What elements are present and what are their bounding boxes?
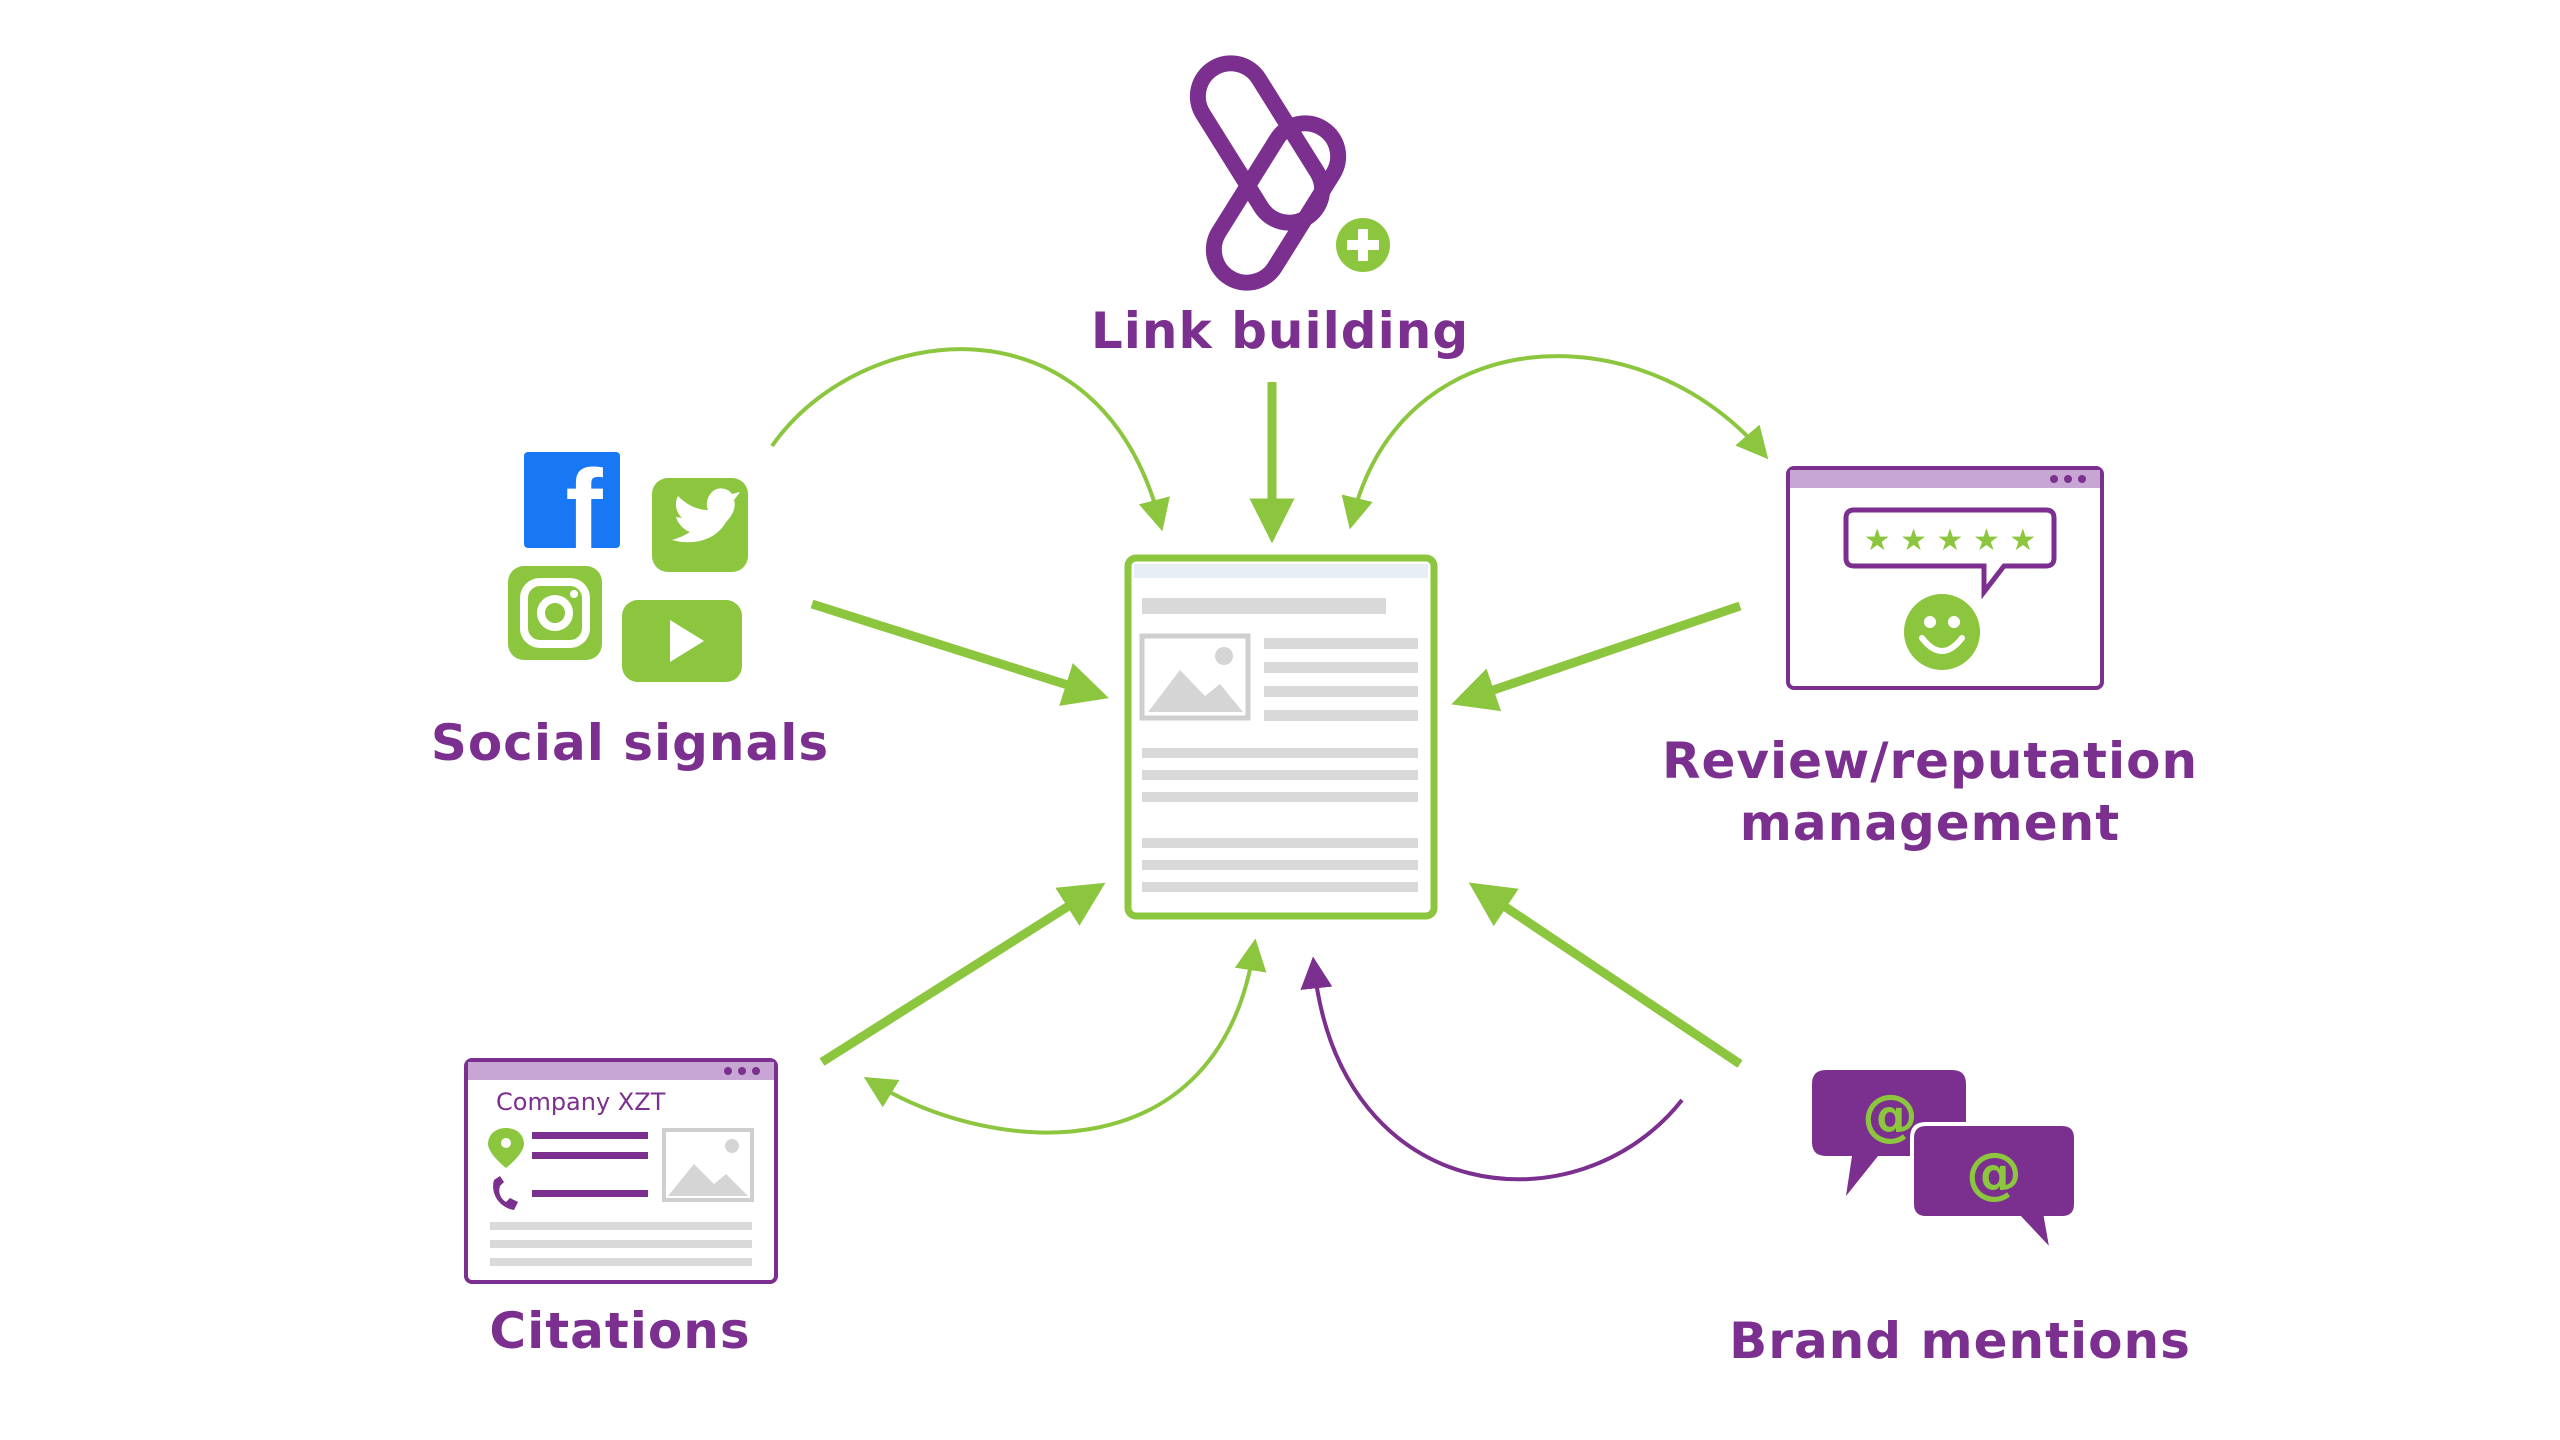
arrow-citations-curve (863, 938, 1267, 1135)
star-rating: ★ ★ ★ ★ ★ (1864, 523, 2037, 558)
arrow-citations-to-page (819, 882, 1106, 1066)
label-social-signals: Social signals (430, 714, 830, 772)
image-placeholder-icon (1139, 633, 1251, 721)
image-placeholder-icon (662, 1128, 754, 1202)
at-symbol-2: @ (1966, 1141, 2022, 1206)
label-review-line2: management (1739, 794, 2121, 852)
at-symbol-1: @ (1862, 1083, 1918, 1148)
central-webpage (1124, 554, 1438, 920)
speech-bubble (1843, 507, 2057, 600)
label-review-line1: Review/reputation (1661, 732, 2199, 790)
citations-card: Company XZT (464, 1058, 778, 1284)
arrow-social-to-page (810, 599, 1109, 706)
location-pin-icon (488, 1128, 524, 1168)
page-title-bar (1142, 598, 1386, 614)
label-citations: Citations (489, 1302, 751, 1360)
phone-icon (493, 1176, 518, 1210)
chain-link-icon (1189, 55, 1347, 291)
arrow-mentions-to-page (1468, 882, 1743, 1068)
twitter-icon (652, 478, 748, 572)
label-brand-mentions: Brand mentions (1729, 1312, 2191, 1370)
arrow-review-to-page (1451, 601, 1742, 712)
review-card: ★ ★ ★ ★ ★ (1786, 466, 2104, 690)
arrows (770, 347, 1769, 1182)
label-review-reputation: Review/reputation management (1660, 730, 2200, 854)
company-name: Company XZT (496, 1088, 666, 1116)
instagram-icon (508, 566, 602, 660)
arrow-social-curve (770, 347, 1170, 532)
arrow-mentions-curve (1300, 956, 1684, 1182)
speech-bubbles-icon: @ @ (1812, 1070, 2078, 1259)
arrow-review-curve (1341, 354, 1769, 530)
plus-circle-icon (1336, 218, 1390, 272)
youtube-icon (622, 600, 742, 682)
svg-text:f: f (565, 447, 603, 572)
label-link-building: Link building (1090, 302, 1470, 360)
smiley-icon (1904, 594, 1980, 670)
facebook-icon: f (524, 447, 620, 572)
